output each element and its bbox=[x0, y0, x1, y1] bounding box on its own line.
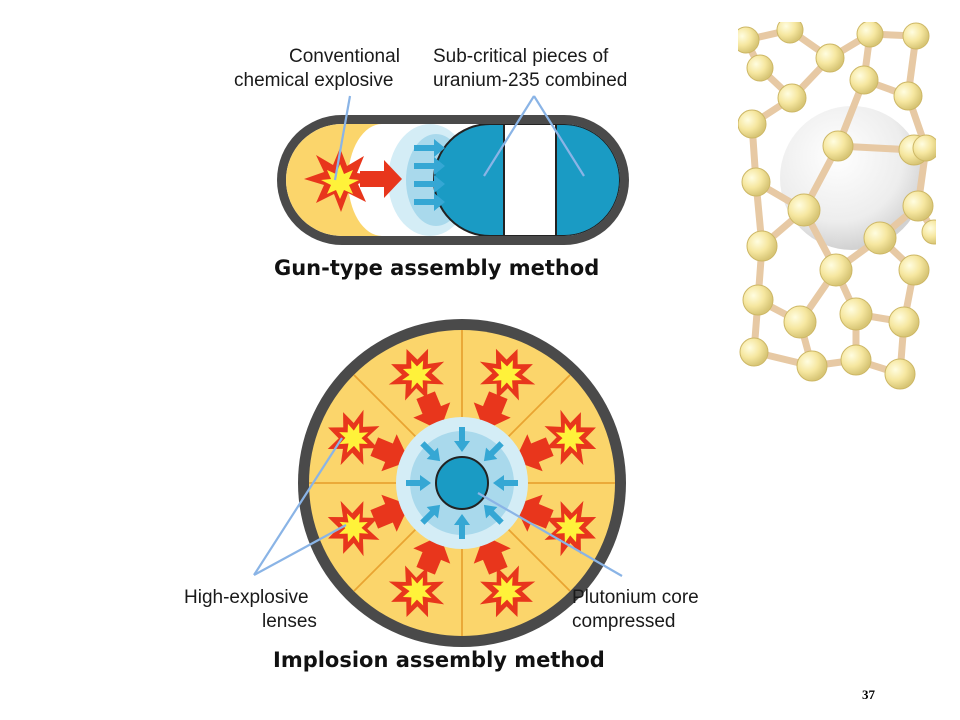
pressure-arrows-icon bbox=[414, 139, 445, 211]
implosion-device bbox=[253, 319, 626, 647]
label-lenses-line1: High-explosive bbox=[184, 587, 309, 608]
label-core-line2: compressed bbox=[572, 611, 676, 632]
gun-type-device bbox=[277, 95, 629, 245]
compression-arrows-icon bbox=[406, 427, 518, 539]
label-explosive-line1: Conventional bbox=[289, 46, 400, 67]
molecular-cage-image bbox=[738, 22, 936, 394]
label-core-line1: Plutonium core bbox=[572, 587, 699, 608]
label-uranium-line1: Sub-critical pieces of bbox=[433, 46, 609, 67]
gun-type-title: Gun-type assembly method bbox=[274, 256, 600, 280]
label-lenses-line2: lenses bbox=[262, 611, 317, 632]
implosion-title: Implosion assembly method bbox=[273, 648, 605, 672]
label-uranium-line2: uranium-235 combined bbox=[433, 70, 628, 91]
plutonium-core bbox=[435, 456, 489, 510]
page-number: 37 bbox=[862, 687, 875, 702]
blast-arrow-icon bbox=[360, 160, 402, 198]
label-explosive-line2: chemical explosive bbox=[234, 70, 394, 91]
